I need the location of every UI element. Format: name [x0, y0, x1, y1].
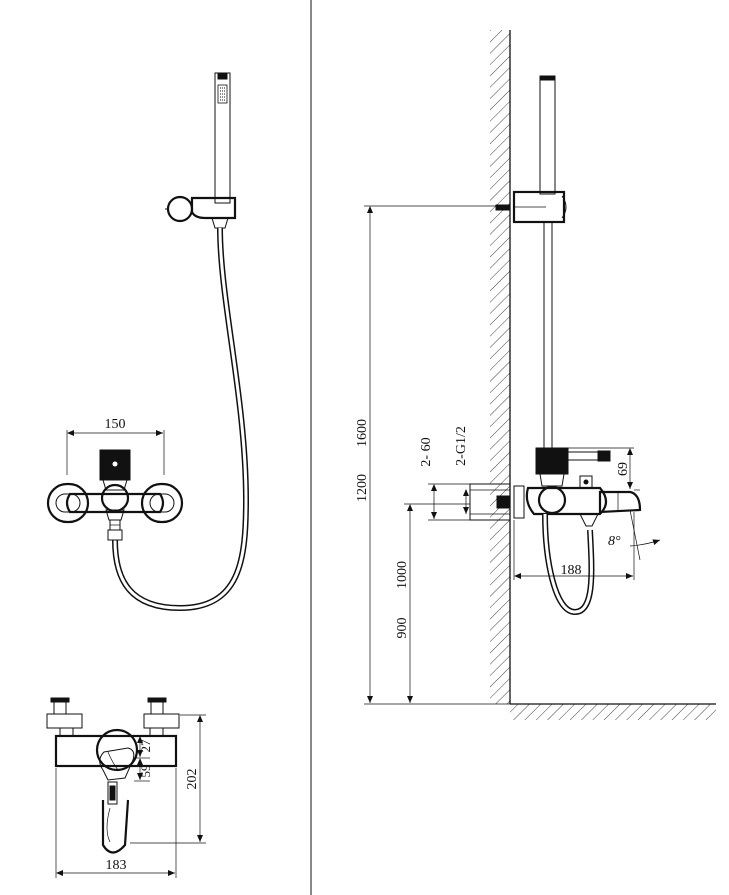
- dim-59-label: 59: [138, 765, 153, 778]
- dim-1600-label: 1600: [355, 419, 370, 447]
- dim-202: 202: [130, 714, 206, 844]
- front-view: 150: [46, 72, 250, 612]
- top-view: 27 59 202 183: [46, 697, 206, 878]
- dim-inlet-a-label: 2- 60: [419, 437, 434, 466]
- dim-1600-1200: 1600 1200: [355, 205, 510, 705]
- dim-188-label: 188: [561, 563, 582, 578]
- dim-inlet: 2- 60 2-G1/2: [419, 426, 470, 521]
- dim-inlet-b-label: 2-G1/2: [454, 426, 469, 466]
- hand-shower: [214, 72, 231, 204]
- dim-150-label: 150: [105, 417, 126, 432]
- side-view: 1600 1200 1000 900 2- 60 2-G1/2 69: [355, 30, 716, 720]
- dim-188: 188: [513, 512, 635, 580]
- dim-900-label: 900: [395, 618, 410, 639]
- side-handle: [535, 447, 569, 475]
- dim-angle: 8°: [608, 509, 661, 561]
- dim-27-label: 27: [138, 739, 153, 753]
- dim-183: 183: [55, 768, 177, 878]
- dim-183-label: 183: [106, 858, 127, 873]
- dim-angle-label: 8°: [608, 534, 621, 549]
- shower-face-icon: [217, 84, 228, 104]
- shower-holder: [165, 195, 237, 229]
- dim-150: 150: [66, 417, 165, 475]
- dim-202-label: 202: [185, 769, 200, 790]
- dim-69: 69: [568, 447, 640, 491]
- shower-hose: [112, 227, 250, 612]
- mixer-front: [46, 449, 184, 541]
- dim-69-label: 69: [616, 462, 631, 476]
- wall: [490, 30, 511, 704]
- floor: [510, 703, 716, 720]
- dim-1000-label: 1000: [395, 561, 410, 589]
- dim-1000-900: 1000 900: [395, 503, 470, 703]
- dim-27-59: 27 59: [134, 735, 153, 782]
- dim-1200-label: 1200: [355, 474, 370, 502]
